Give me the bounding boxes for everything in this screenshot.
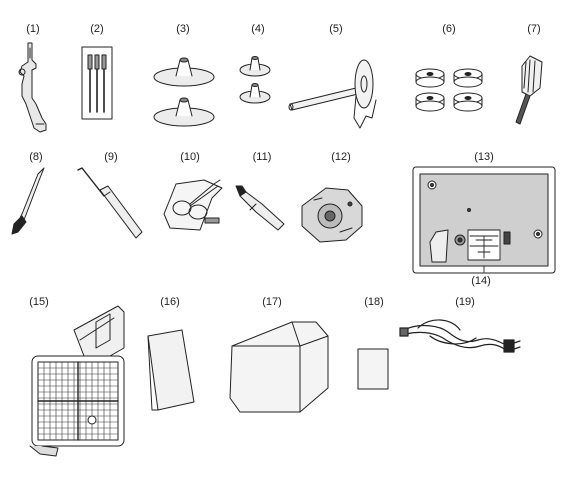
small-spool-cap-icon	[239, 56, 271, 104]
item-label-3: (3)	[176, 23, 190, 35]
bobbin-icon	[415, 68, 483, 112]
scissors-icon	[163, 179, 223, 231]
item-label-12: (12)	[331, 151, 351, 163]
item-label-10: (10)	[180, 151, 200, 163]
presser-foot-icon	[18, 42, 47, 133]
item-label-1: (1)	[26, 23, 40, 35]
needle-pack-icon	[81, 46, 113, 120]
oil-bottle-icon	[235, 185, 285, 231]
dust-cover-icon	[229, 321, 329, 413]
item-label-18: (18)	[364, 296, 384, 308]
power-cord-icon	[399, 319, 521, 353]
quick-reference-card-icon	[357, 348, 389, 390]
stiletto-icon	[77, 167, 143, 239]
item-label-14: (14)	[471, 275, 491, 287]
item-label-4: (4)	[251, 23, 265, 35]
screwdriver-icon	[515, 55, 543, 125]
item-label-9: (9)	[104, 151, 118, 163]
item-label-13: (13)	[474, 151, 494, 163]
item-label-7: (7)	[527, 23, 541, 35]
item-label-8: (8)	[29, 151, 43, 163]
item-label-15: (15)	[29, 296, 49, 308]
item-label-16: (16)	[160, 296, 180, 308]
bobbin-case-icon	[301, 187, 363, 243]
item-label-2: (2)	[90, 23, 104, 35]
item-label-11: (11)	[252, 151, 272, 163]
item-label-17: (17)	[262, 296, 282, 308]
needle-plate-marking-icon	[467, 229, 501, 273]
needle-plate-icon	[412, 166, 556, 274]
item-label-19: (19)	[455, 296, 475, 308]
instruction-manual-icon	[147, 329, 195, 411]
embroidery-hoop-icon	[29, 305, 125, 457]
large-spool-cap-icon	[153, 57, 215, 127]
spool-pin-icon	[288, 59, 377, 129]
item-label-6: (6)	[442, 23, 456, 35]
item-label-5: (5)	[329, 23, 343, 35]
cleaning-brush-icon	[11, 167, 45, 235]
